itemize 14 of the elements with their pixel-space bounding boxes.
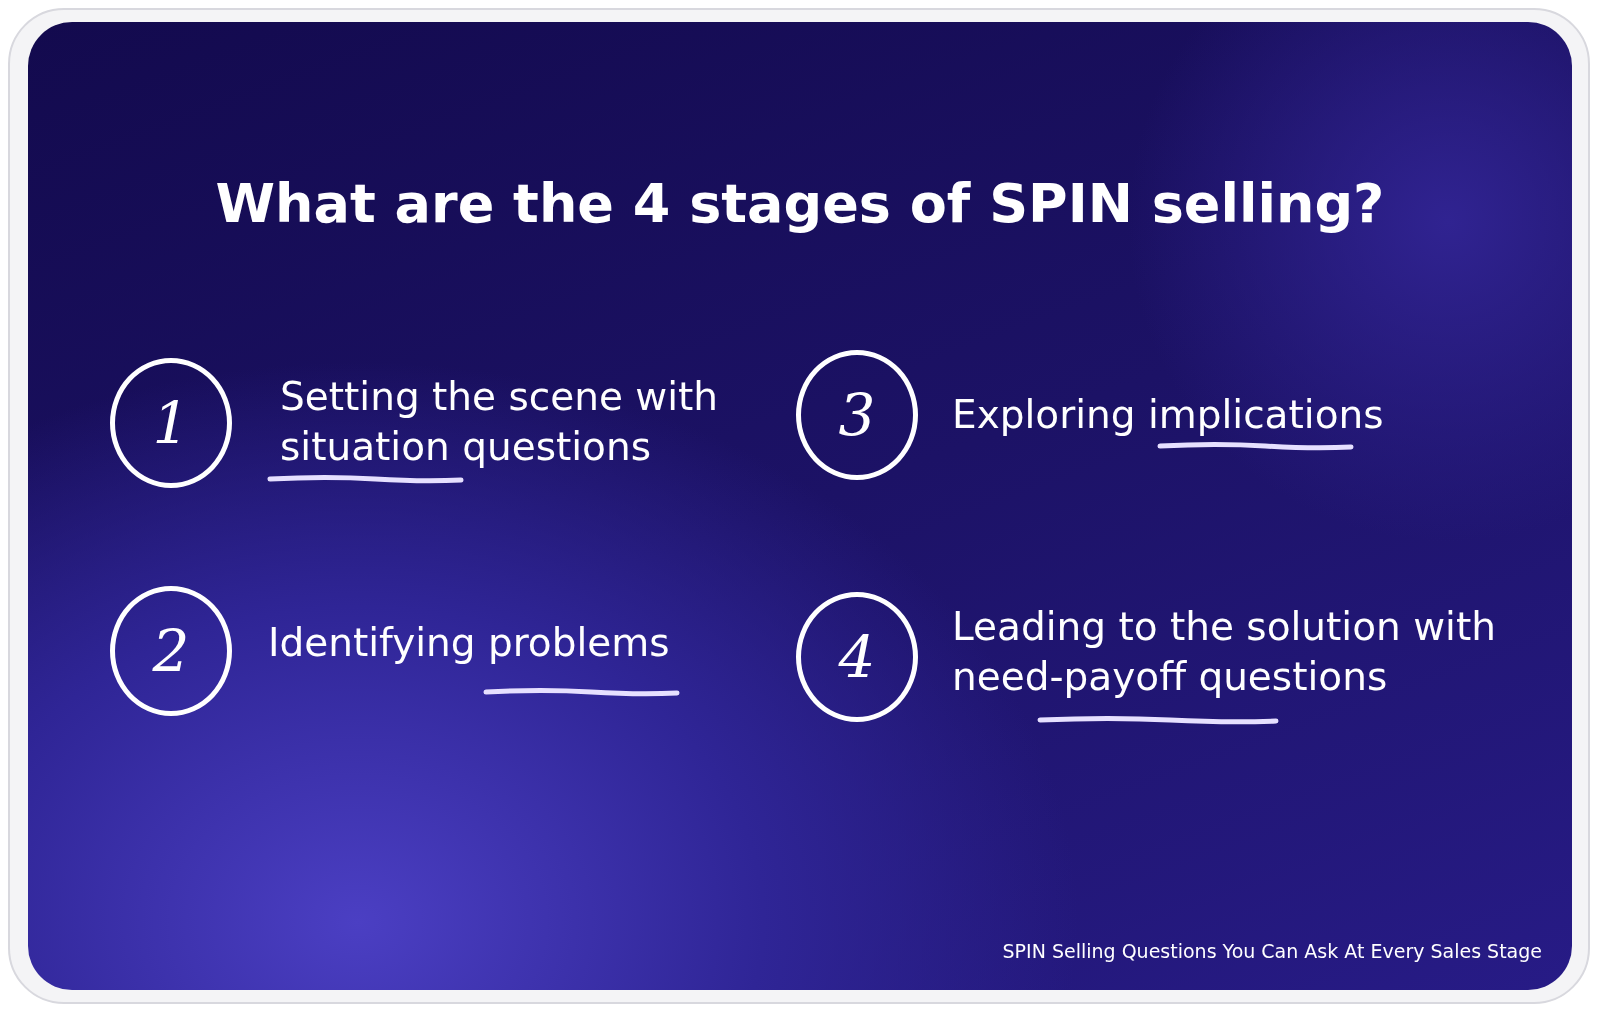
stage-text: Identifying problems	[268, 619, 671, 667]
stage-number: 3	[838, 381, 876, 449]
caption: SPIN Selling Questions You Can Ask At Every Sales Stage	[1002, 940, 1542, 962]
number-circle	[110, 586, 232, 716]
stage-text: Setting the scene with situation questions	[280, 373, 720, 471]
number-circle	[796, 592, 918, 722]
stage-number: 4	[838, 623, 876, 691]
number-circle	[110, 358, 232, 488]
number-circle	[796, 350, 918, 480]
stage-text: Leading to the solution with need-payoff questions	[952, 603, 1497, 701]
stage-number: 2	[152, 617, 190, 685]
title: What are the 4 stages of SPIN selling?	[214, 172, 1386, 235]
stage-text: Exploring implications	[952, 391, 1385, 439]
stage-number: 1	[152, 389, 190, 457]
